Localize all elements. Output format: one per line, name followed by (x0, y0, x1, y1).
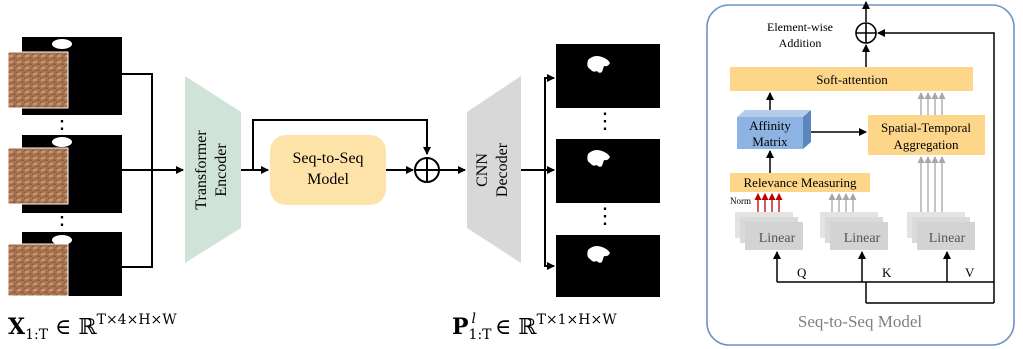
linear-q-label: Linear (759, 231, 796, 246)
skip-connection-arrow (252, 119, 431, 170)
transformer-encoder-label-line1: Transformer (193, 130, 210, 210)
k-label: K (882, 265, 892, 280)
norm-arrows (754, 193, 783, 214)
panel-title: Seq-to-Seq Model (798, 312, 922, 331)
affinity-matrix-box (737, 110, 811, 149)
cnn-decoder-block (467, 76, 521, 263)
output-mask-1 (556, 44, 660, 108)
panel-add-icon (855, 22, 877, 44)
k-to-relevance-arrows (828, 193, 857, 214)
linear-q-stack (735, 212, 803, 250)
soft-attention-bar (730, 67, 973, 91)
seq2seq-label-line1: Seq-to-Seq (292, 150, 363, 167)
seq2seq-block (270, 135, 386, 205)
transformer-encoder-block (185, 76, 241, 263)
ellipsis-input-1: ⋮ (51, 108, 73, 133)
linear-k-stack (820, 212, 888, 250)
aggregation-label-line1: Spatial-Temporal (881, 120, 971, 135)
input-frame-stack-2 (7, 135, 122, 213)
relevance-bar (730, 173, 870, 192)
residual-arrow (877, 29, 995, 303)
aggregation-box (868, 115, 985, 155)
output-connector (521, 74, 555, 270)
elementwise-add-icon (414, 157, 440, 183)
v-label: V (965, 265, 975, 280)
input-frame-stack-1 (7, 37, 122, 115)
soft-attention-label: Soft-attention (816, 72, 888, 87)
affinity-label-line1: Affinity (749, 118, 791, 133)
aggregation-label-line2: Aggregation (894, 137, 959, 152)
norm-label: Norm (730, 196, 751, 206)
aggregation-to-soft-arrows (917, 92, 946, 115)
ellipsis-input-2: ⋮ (51, 204, 73, 229)
seq2seq-label-line2: Model (307, 171, 349, 188)
input-frame-stack-3 (7, 232, 122, 297)
cnn-decoder-label-line1: CNN (474, 153, 491, 187)
v-to-aggregation-arrows (917, 156, 946, 212)
ellipsis-output-1: ⋮ (594, 108, 616, 133)
linear-v-label: Linear (929, 231, 966, 246)
output-mask-3 (556, 235, 660, 297)
output-formula: P1:Tl ∈ ℝT×1×H×W (452, 311, 617, 343)
ellipsis-output-2: ⋮ (594, 203, 616, 228)
elementwise-label-line1: Element-wise (767, 20, 833, 34)
transformer-encoder-label-line2: Encoder (213, 143, 230, 197)
linear-k-label: Linear (844, 231, 881, 246)
q-label: Q (797, 265, 807, 280)
output-mask-2 (556, 139, 660, 203)
relevance-label: Relevance Measuring (744, 175, 857, 190)
cnn-decoder-label-line2: Decoder (494, 142, 511, 197)
linear-v-stack (907, 212, 975, 250)
seq2seq-detail-panel (706, 4, 1015, 346)
input-formula: X1:T ∈ ℝT×4×H×W (8, 312, 177, 343)
elementwise-label-line2: Addition (779, 36, 822, 50)
affinity-label-line2: Matrix (752, 134, 788, 149)
input-connector (122, 73, 184, 268)
